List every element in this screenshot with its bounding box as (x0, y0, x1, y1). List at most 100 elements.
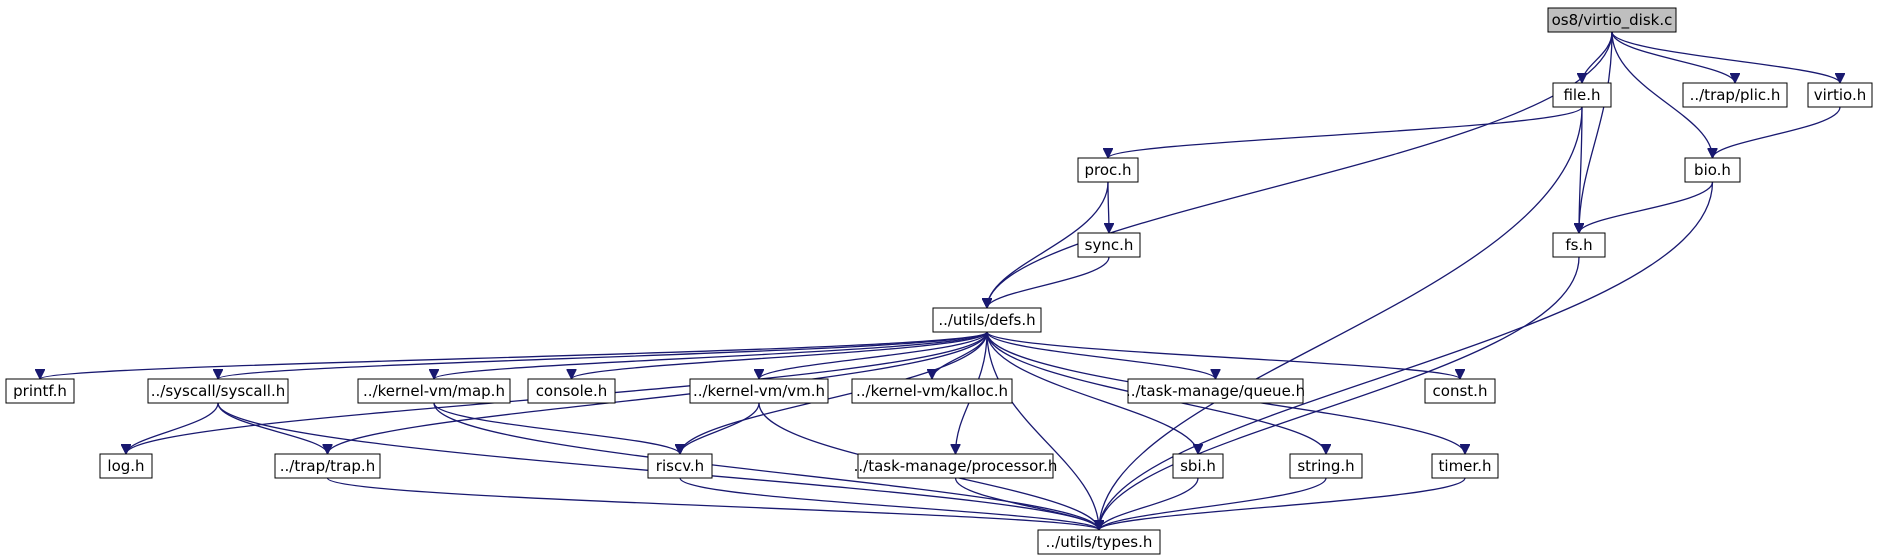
edge-defs-to-const (986, 331, 1460, 380)
edge-syscall-to-trap (217, 402, 328, 455)
node-label: ../trap/trap.h (280, 457, 375, 475)
node-vm[interactable]: ../kernel-vm/vm.h (689, 378, 829, 404)
edge-proc-to-defs (987, 181, 1109, 308)
node-box (1684, 157, 1741, 183)
node-printf[interactable]: printf.h (5, 378, 75, 404)
node-map[interactable]: ../kernel-vm/map.h (357, 378, 511, 404)
node-label: const.h (1433, 382, 1488, 400)
node-box (1172, 453, 1224, 479)
edge-fs-to-types (1099, 256, 1580, 530)
node-console[interactable]: console.h (527, 378, 616, 404)
node-label: file.h (1563, 86, 1600, 104)
edge-defs-to-printf (40, 331, 988, 380)
node-timer[interactable]: timer.h (1431, 453, 1499, 479)
node-box (147, 378, 289, 404)
edge-defs-to-types (986, 331, 1099, 530)
node-string[interactable]: string.h (1289, 453, 1363, 479)
node-box (274, 453, 381, 479)
node-label: virtio.h (1814, 86, 1866, 104)
root-node: os8/virtio_disk.c (1547, 7, 1677, 33)
node-label: ../kernel-vm/vm.h (693, 382, 825, 400)
edge-defs-to-map (434, 331, 988, 380)
edge-defs-to-trap (328, 331, 988, 455)
node-box (932, 307, 1042, 333)
node-label: fs.h (1565, 236, 1592, 254)
node-box (99, 453, 153, 479)
node-label: timer.h (1439, 457, 1492, 475)
node-syscall[interactable]: ../syscall/syscall.h (147, 378, 289, 404)
node-processor[interactable]: ../task-manage/processor.h (854, 453, 1058, 479)
node-label: ../task-manage/processor.h (854, 457, 1058, 475)
node-bio[interactable]: bio.h (1684, 157, 1741, 183)
edge-virtio-to-bio (1713, 106, 1841, 159)
node-box (857, 453, 1054, 479)
node-box (1552, 82, 1612, 108)
node-label: ../kernel-vm/kalloc.h (856, 382, 1008, 400)
node-box (1424, 378, 1496, 404)
node-box (1431, 453, 1499, 479)
node-box (1807, 82, 1873, 108)
node-trap[interactable]: ../trap/trap.h (274, 453, 381, 479)
edge-syscall-to-log (126, 402, 219, 455)
node-label: ../syscall/syscall.h (151, 382, 285, 400)
node-kalloc[interactable]: ../kernel-vm/kalloc.h (851, 378, 1013, 404)
node-plic[interactable]: ../trap/plic.h (1682, 82, 1788, 108)
node-label: proc.h (1084, 161, 1131, 179)
node-const[interactable]: const.h (1424, 378, 1496, 404)
nodes-layer: os8/virtio_disk.c file.h ../trap/plic.h vir… (5, 7, 1873, 555)
node-box (1547, 7, 1677, 33)
edge-processor-to-types (954, 477, 1100, 531)
node-types[interactable]: ../utils/types.h (1037, 529, 1161, 555)
edge-root-to-defs (987, 31, 1613, 308)
edge-trap-to-types (326, 477, 1100, 531)
node-proc[interactable]: proc.h (1077, 157, 1139, 183)
node-queue[interactable]: ../task-manage/queue.h (1126, 378, 1305, 404)
node-box (851, 378, 1013, 404)
edge-defs-to-queue (986, 331, 1216, 380)
edge-defs-to-console (572, 331, 988, 380)
node-label: string.h (1297, 457, 1354, 475)
node-box (527, 378, 616, 404)
edge-file-to-fs (1579, 106, 1582, 233)
edge-riscv-to-types (679, 477, 1099, 531)
edge-proc-to-sync (1108, 181, 1109, 233)
node-riscv[interactable]: riscv.h (647, 453, 713, 479)
edge-root-to-virtio (1611, 31, 1840, 84)
node-label: ../utils/defs.h (938, 311, 1035, 329)
node-label: os8/virtio_disk.c (1552, 11, 1673, 30)
node-label: console.h (536, 382, 608, 400)
node-virtio[interactable]: virtio.h (1807, 82, 1873, 108)
node-label: log.h (107, 457, 144, 475)
node-box (5, 378, 75, 404)
node-file[interactable]: file.h (1552, 82, 1612, 108)
node-box (689, 378, 829, 404)
node-label: sbi.h (1180, 457, 1216, 475)
node-label: ../task-manage/queue.h (1126, 382, 1305, 400)
node-sync[interactable]: sync.h (1077, 232, 1141, 258)
node-fs[interactable]: fs.h (1552, 232, 1606, 258)
edge-root-to-bio (1611, 31, 1713, 158)
node-log[interactable]: log.h (99, 453, 153, 479)
node-defs[interactable]: ../utils/defs.h (932, 307, 1042, 333)
edge-root-to-fs (1579, 31, 1613, 233)
edge-map-to-riscv (433, 402, 680, 455)
edge-defs-to-riscv (680, 331, 988, 455)
edge-defs-to-vm (759, 331, 988, 380)
edge-bio-to-fs (1579, 181, 1714, 234)
edge-vm-to-riscv (680, 402, 760, 455)
node-sbi[interactable]: sbi.h (1172, 453, 1224, 479)
node-box (1289, 453, 1363, 479)
node-box (1077, 232, 1141, 258)
edge-root-to-plic (1611, 31, 1735, 84)
node-box (1682, 82, 1788, 108)
node-box (1077, 157, 1139, 183)
edge-string-to-types (1099, 477, 1327, 531)
node-box (1127, 378, 1304, 404)
edge-map-to-types (433, 402, 1099, 531)
edge-root-to-file (1582, 31, 1613, 84)
node-label: ../kernel-vm/map.h (363, 382, 505, 400)
node-label: ../utils/types.h (1046, 533, 1153, 551)
edge-file-to-types (1099, 106, 1583, 530)
node-box (357, 378, 511, 404)
